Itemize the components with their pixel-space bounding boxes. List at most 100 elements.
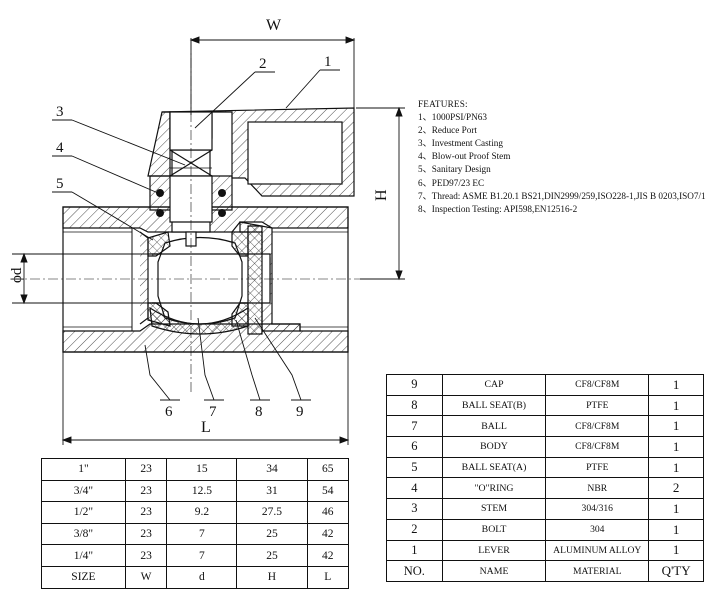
label-h: H: [373, 189, 390, 201]
size-cell: 1/4": [41, 544, 126, 567]
part-no-cell: 9: [386, 374, 443, 396]
part-qty-cell: 1: [648, 436, 704, 458]
o-ring-left-2: [156, 209, 165, 218]
table-row: 1 LEVER ALUMINUM ALLOY 1: [386, 539, 704, 562]
table-row: 8 BALL SEAT(B) PTFE 1: [386, 394, 704, 417]
feature-item: 1、1000PSI/PN63: [418, 112, 487, 123]
table-header-row: SIZE W d H L: [41, 565, 349, 589]
l-cell: 65: [306, 458, 349, 481]
feature-item: 5、Sanitary Design: [418, 164, 491, 175]
part-name-cell: "O"RING: [441, 477, 547, 500]
h-cell: 31: [236, 479, 308, 503]
ball: [157, 236, 243, 325]
leader-2: [194, 71, 256, 129]
table-row: 1/4" 23 7 25 42: [41, 544, 349, 567]
w-cell: 23: [124, 522, 168, 546]
part-name-cell: BALL SEAT(B): [441, 394, 547, 417]
callout-4: 4: [56, 140, 64, 156]
leader-1: [285, 69, 321, 109]
header-d: d: [166, 565, 238, 589]
leader-3: [71, 119, 186, 166]
label-l: L: [201, 419, 211, 436]
part-no-cell: 2: [386, 518, 443, 541]
part-no-cell: 7: [386, 415, 443, 438]
label-d: ϕd: [9, 267, 25, 283]
table-row: 1" 23 15 34 65: [41, 458, 349, 481]
h-cell: 25: [236, 544, 308, 567]
body-left-neck: [139, 231, 149, 325]
part-material-cell: CF8/CF8M: [545, 374, 650, 396]
callout-7: 7: [209, 404, 217, 420]
h-cell: 25: [236, 522, 308, 546]
l-cell: 54: [306, 479, 349, 503]
table-row: 4 "O"RING NBR 2: [386, 477, 704, 500]
part-qty-cell: 1: [648, 539, 704, 562]
size-cell: 3/4": [41, 479, 126, 503]
leader-5: [71, 191, 154, 241]
part-no-cell: 3: [386, 498, 443, 520]
feature-item: 6、PED97/23 EC: [418, 177, 485, 188]
l-cell: 42: [306, 522, 349, 546]
table-row: 9 CAP CF8/CF8M 1: [386, 374, 704, 396]
d-cell: 12.5: [166, 479, 238, 503]
part-material-cell: NBR: [545, 477, 650, 500]
l-cell: 46: [306, 501, 349, 524]
part-no-cell: 8: [386, 394, 443, 417]
header-no: NO.: [386, 560, 443, 582]
o-ring-left-1: [156, 189, 165, 198]
part-qty-cell: 1: [648, 498, 704, 520]
features-title: FEATURES:: [418, 99, 468, 109]
part-material-cell: CF8/CF8M: [545, 415, 650, 438]
table-row: 1/2" 23 9.2 27.5 46: [41, 501, 349, 524]
leader-7: [197, 317, 215, 401]
part-name-cell: BOLT: [441, 518, 547, 541]
ball-seat-b-top: [231, 231, 249, 257]
callout-8: 8: [255, 404, 263, 420]
header-h: H: [236, 565, 308, 589]
ball-seat-a-top: [147, 231, 171, 257]
d-cell: 15: [166, 458, 238, 481]
feature-item: 2、Reduce Port: [418, 125, 477, 136]
part-material-cell: CF8/CF8M: [545, 436, 650, 458]
header-size: SIZE: [41, 565, 126, 589]
w-cell: 23: [124, 479, 168, 503]
part-qty-cell: 1: [648, 415, 704, 438]
feature-item: 7、Thread: ASME B1.20.1 BS21,DIN2999/259,…: [418, 190, 706, 201]
leader-4: [71, 155, 159, 194]
part-name-cell: BALL SEAT(A): [441, 456, 547, 479]
size-cell: 1/2": [41, 501, 126, 524]
leader-8: [235, 319, 261, 401]
part-name-cell: STEM: [441, 498, 547, 520]
part-no-cell: 6: [386, 436, 443, 458]
part-name-cell: LEVER: [441, 539, 547, 562]
size-cell: 1": [41, 458, 126, 481]
part-material-cell: PTFE: [545, 456, 650, 479]
header-w: W: [124, 565, 168, 589]
part-name-cell: CAP: [441, 374, 547, 396]
table-row: 3 STEM 304/316 1: [386, 498, 704, 520]
w-cell: 23: [124, 501, 168, 524]
size-dimension-table: 1" 23 15 34 65 3/4" 23 12.5 31 54 1/2" 2…: [41, 458, 349, 589]
table-row: 6 BODY CF8/CF8M 1: [386, 436, 704, 458]
l-cell: 42: [306, 544, 349, 567]
header-name: NAME: [441, 560, 547, 582]
part-material-cell: PTFE: [545, 394, 650, 417]
lever-window: [247, 121, 343, 185]
table-row: 2 BOLT 304 1: [386, 518, 704, 541]
feature-item: 3、Investment Casting: [418, 138, 503, 149]
part-qty-cell: 2: [648, 477, 704, 500]
w-cell: 23: [124, 544, 168, 567]
header-material: MATERIAL: [545, 560, 650, 582]
ball-seat-a-bottom-rim: [149, 306, 249, 335]
features-list: FEATURES: 1、1000PSI/PN63 2、Reduce Port 3…: [418, 98, 718, 216]
ball-seat-b-side: [247, 225, 263, 335]
d-cell: 7: [166, 522, 238, 546]
part-qty-cell: 1: [648, 518, 704, 541]
header-qty: Q'TY: [648, 560, 704, 582]
part-no-cell: 4: [386, 477, 443, 500]
part-material-cell: ALUMINUM ALLOY: [545, 539, 650, 562]
leader-6: [144, 344, 171, 401]
table-row: 3/8" 23 7 25 42: [41, 522, 349, 546]
parts-list-table: 9 CAP CF8/CF8M 1 8 BALL SEAT(B) PTFE 1 7…: [386, 374, 704, 582]
